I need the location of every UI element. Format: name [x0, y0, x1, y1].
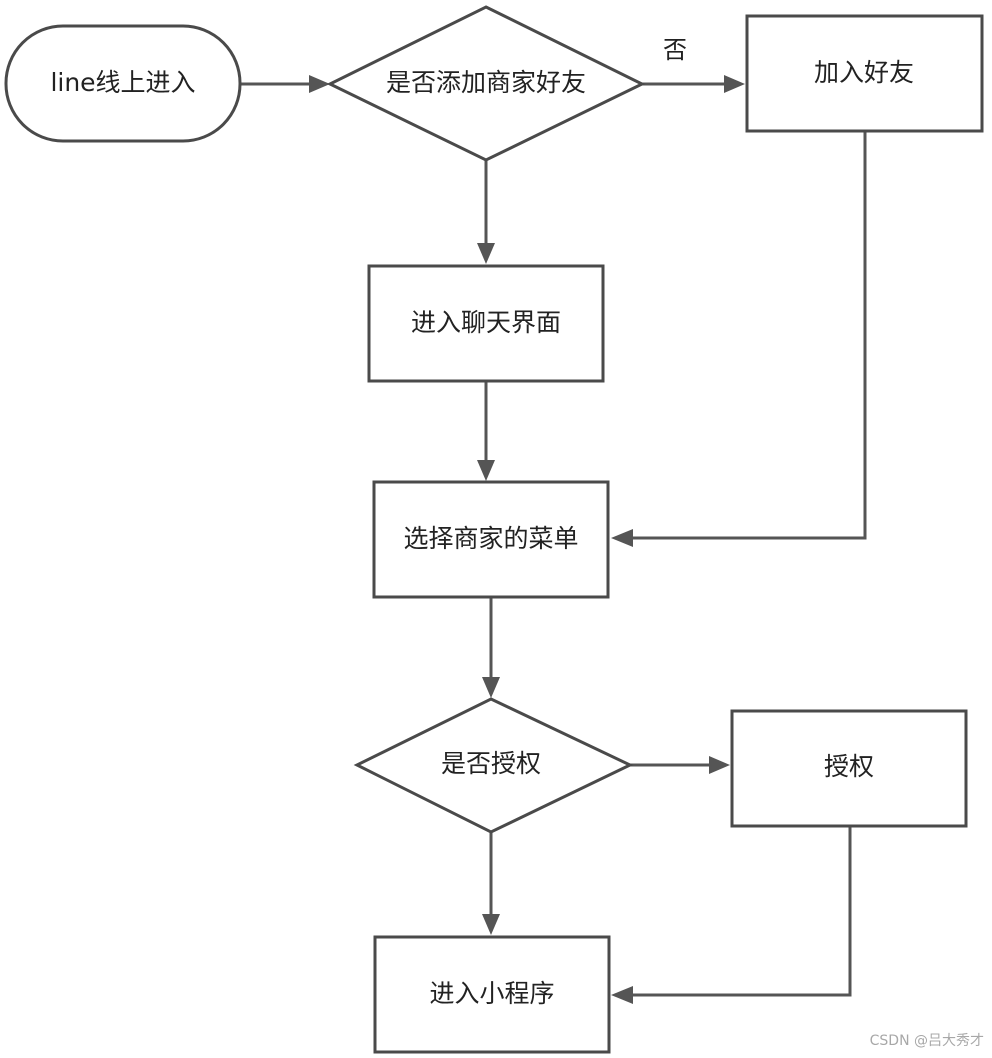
arrowhead-question-to-chat: [477, 243, 495, 264]
chat-interface-process: 进入聊天界面: [367, 264, 605, 383]
add-friend-label: 加入好友: [814, 58, 914, 87]
add-friend-decision-label: 是否添加商家好友: [386, 68, 586, 97]
arrowhead-authorize-question-to-authorize: [709, 756, 730, 774]
connector-add-friend-to-menu: [632, 132, 867, 540]
online-entry-label: line线上进入: [50, 68, 195, 97]
mini-program-process: 进入小程序: [373, 935, 611, 1054]
authorization-decision: 是否授权: [353, 697, 634, 834]
authorize-label: 授权: [824, 752, 874, 781]
add-friend-decision: 是否添加商家好友: [326, 5, 646, 162]
chat-interface-label: 进入聊天界面: [411, 308, 561, 337]
arrowhead-add-friend-to-menu: [611, 529, 633, 547]
merchant-menu-process: 选择商家的菜单: [372, 480, 610, 599]
authorization-decision-label: 是否授权: [441, 749, 541, 778]
connector-authorize-to-mini-program: [632, 826, 852, 997]
arrowhead-authorize-to-mini-program: [611, 986, 633, 1004]
arrowhead-entry-to-question: [309, 75, 330, 93]
arrowhead-authorize-question-to-mini-program: [482, 914, 500, 935]
arrowhead-chat-to-menu: [477, 460, 495, 481]
authorize-process: 授权: [730, 709, 968, 828]
arrowhead-menu-to-authorize-question: [482, 677, 500, 698]
no-edge-label: 否: [663, 36, 687, 64]
watermark: CSDN @吕大秀才: [869, 1033, 984, 1049]
add-friend-process: 加入好友: [745, 14, 984, 133]
online-entry-terminal: line线上进入: [4, 24, 242, 143]
mini-program-label: 进入小程序: [429, 979, 554, 1008]
connectors: [240, 75, 867, 1004]
arrowhead-question-to-add-friend: [724, 75, 745, 93]
merchant-menu-label: 选择商家的菜单: [403, 524, 578, 553]
